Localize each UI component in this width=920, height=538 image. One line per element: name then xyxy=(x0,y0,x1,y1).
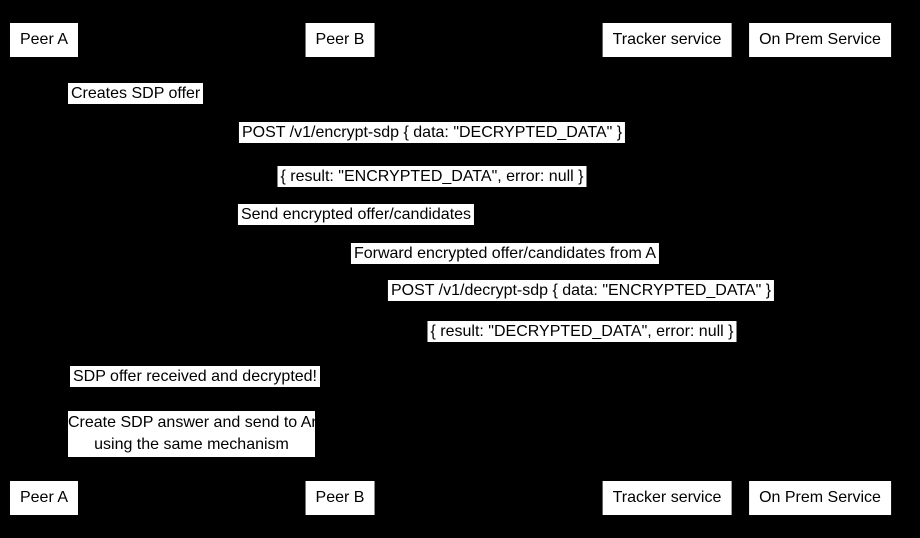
note-box: Create SDP answer and send to An using th… xyxy=(68,411,321,457)
note-line-2: using the same mechanism xyxy=(94,436,289,453)
note-line-1: Create SDP answer and send to An xyxy=(68,414,321,431)
message-label-8: SDP offer received and decrypted! xyxy=(70,366,320,387)
message-label-1: Creates SDP offer xyxy=(68,83,204,104)
message-label-7: { result: "DECRYPTED_DATA", error: null … xyxy=(427,321,737,342)
lifeline-on-prem-service xyxy=(820,57,821,481)
actor-box-top-on-prem-service: On Prem Service xyxy=(749,23,891,57)
message-label-5: Forward encrypted offer/candidates from … xyxy=(350,243,660,264)
message-label-3: { result: "ENCRYPTED_DATA", error: null … xyxy=(277,166,587,187)
actor-box-bottom-on-prem-service: On Prem Service xyxy=(749,481,891,515)
actor-box-bottom-peer-a: Peer A xyxy=(9,481,79,515)
message-label-6: POST /v1/decrypt-sdp { data: "ENCRYPTED_… xyxy=(387,280,775,301)
lifeline-peer-b xyxy=(340,57,341,481)
message-label-2: POST /v1/encrypt-sdp { data: "DECRYPTED_… xyxy=(238,122,626,143)
actor-box-top-tracker-service: Tracker service xyxy=(602,23,732,57)
lifeline-tracker-service xyxy=(667,57,668,481)
lifeline-peer-a xyxy=(44,57,45,481)
actor-box-bottom-peer-b: Peer B xyxy=(305,481,375,515)
actor-box-top-peer-b: Peer B xyxy=(305,23,375,57)
actor-box-bottom-tracker-service: Tracker service xyxy=(602,481,732,515)
actor-box-top-peer-a: Peer A xyxy=(9,23,79,57)
message-label-4: Send encrypted offer/candidates xyxy=(237,204,475,225)
